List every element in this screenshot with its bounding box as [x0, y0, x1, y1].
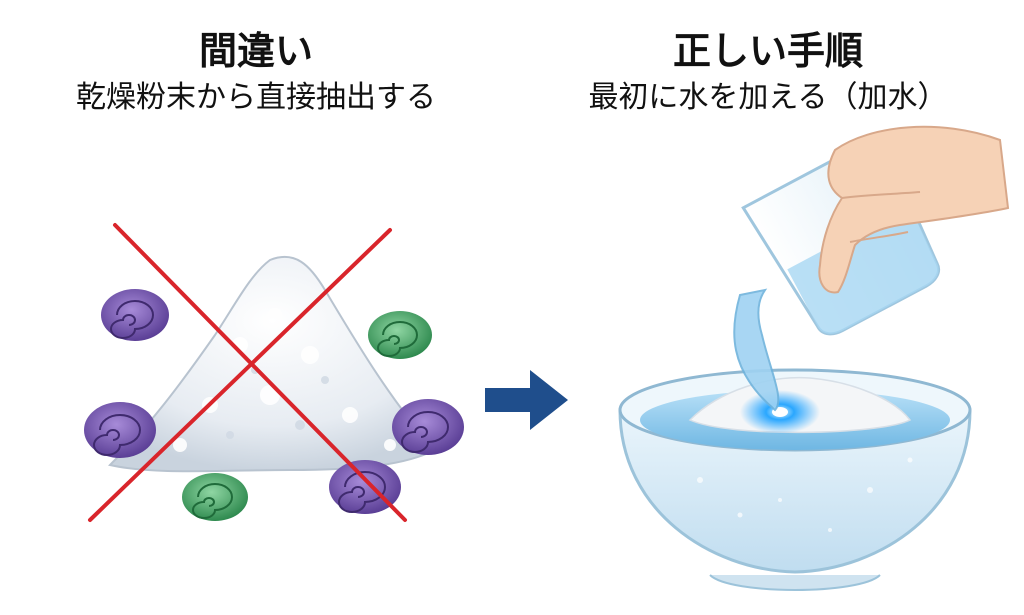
right-description: 最初に水を加える（加水） [588, 80, 948, 115]
green-disc [182, 473, 248, 521]
wrong-illustration [60, 165, 500, 575]
cross-mark [88, 223, 407, 522]
right-arrow-icon [480, 365, 575, 435]
purple-disc [101, 289, 169, 341]
wrong-description: 乾燥粉末から直接抽出する [76, 80, 436, 115]
hand-icon [818, 125, 1010, 294]
green-disc [368, 311, 432, 359]
powder-pile [108, 255, 437, 473]
purple-disc [329, 460, 401, 514]
powder-pile-illustration [84, 223, 464, 522]
right-illustration [580, 120, 1010, 600]
purple-disc [84, 402, 156, 458]
water-stream [733, 288, 780, 412]
glass-bowl [618, 368, 972, 591]
purple-disc [392, 399, 464, 455]
right-heading: 正しい手順 [672, 29, 863, 73]
wrong-heading: 間違い [198, 29, 313, 73]
pouring-water-illustration [618, 125, 1010, 591]
